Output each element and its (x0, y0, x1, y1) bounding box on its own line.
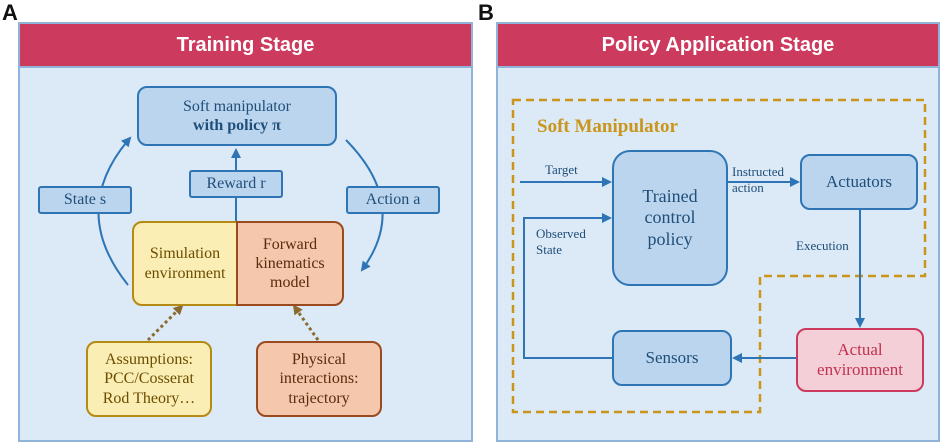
action-node: Action a (346, 186, 440, 214)
simulation-line-2: environment (144, 264, 226, 282)
policy-application-banner: Policy Application Stage (496, 22, 940, 68)
panel-letter-b: B (478, 0, 494, 25)
soft-manipulator-policy-node: Soft manipulator with policy π (137, 86, 337, 146)
reward-node: Reward r (189, 170, 283, 198)
physical-interactions-node: Physical interactions: trajectory (256, 341, 382, 417)
training-stage-banner: Training Stage (18, 22, 473, 68)
trained-line-2: control (644, 207, 696, 228)
assumptions-node: Assumptions: PCC/Cosserat Rod Theory… (86, 341, 212, 417)
instructed-action-line-2: action (732, 180, 764, 196)
physical-dotted-arrow (292, 304, 320, 341)
soft-manipulator-label: Soft Manipulator (537, 116, 678, 137)
state-node: State s (38, 186, 132, 214)
trained-line-3: policy (647, 228, 693, 249)
actuators-node: Actuators (800, 154, 918, 210)
trained-control-policy-node: Trained control policy (612, 150, 728, 286)
forward-kinematics-node: Forward kinematics model (236, 221, 344, 306)
forward-line-1: Forward (262, 235, 318, 253)
soft-manipulator-line-2: with policy π (193, 117, 281, 134)
physical-line-3: trajectory (288, 389, 350, 407)
assumptions-dotted-arrow (146, 304, 184, 342)
physical-line-2: interactions: (279, 370, 359, 388)
forward-line-3: model (270, 274, 310, 292)
soft-manipulator-line-1: Soft manipulator (183, 97, 291, 115)
simulation-line-1: Simulation (149, 245, 221, 263)
observed-state-line-1: Observed (536, 226, 586, 241)
assumptions-line-3: Rod Theory… (102, 389, 196, 407)
target-label: Target (545, 162, 578, 177)
instructed-action-line-1: Instructed (732, 164, 784, 179)
observed-state-line-2: State (536, 242, 562, 258)
assumptions-line-1: Assumptions: (104, 351, 193, 369)
panel-letter-a: A (2, 0, 18, 25)
simulation-environment-node: Simulation environment (132, 221, 238, 306)
sensors-node: Sensors (612, 330, 732, 386)
soft-manipulator-boundary (511, 98, 927, 414)
physical-line-1: Physical (291, 351, 347, 369)
observed-state-label: Observed State (536, 226, 586, 259)
trained-line-1: Trained (642, 185, 698, 206)
assumptions-line-2: PCC/Cosserat (104, 370, 194, 388)
forward-line-2: kinematics (255, 254, 325, 272)
instructed-action-label: Instructed action (732, 164, 784, 197)
execution-label: Execution (796, 238, 849, 253)
actual-env-line-1: Actual (837, 339, 883, 359)
actual-environment-node: Actual environment (796, 328, 924, 392)
observed-state-feedback-arrow (523, 213, 612, 359)
actual-env-line-2: environment (817, 360, 903, 379)
